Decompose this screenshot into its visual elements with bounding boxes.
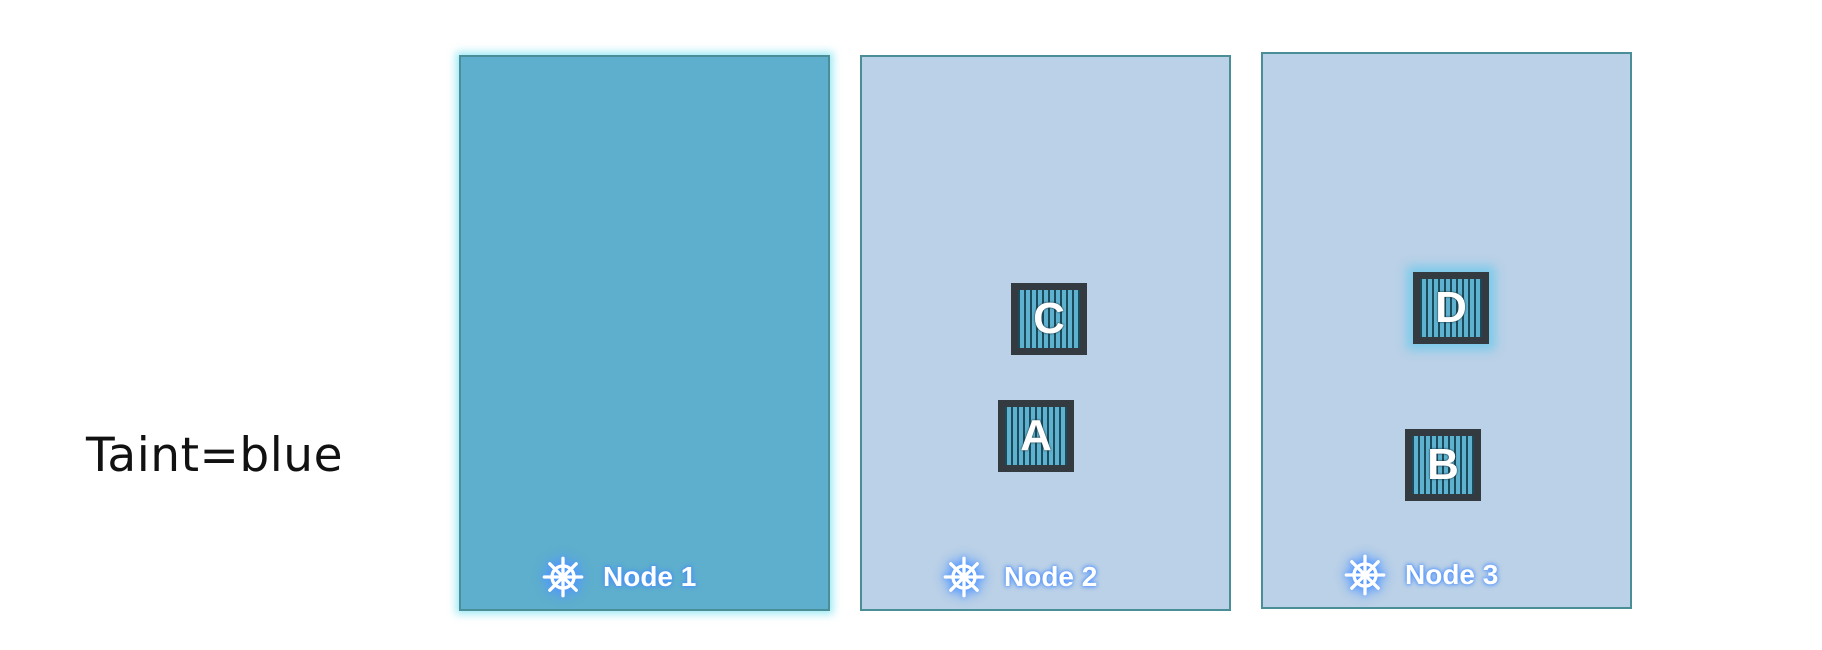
helm-wheel-icon [542,556,584,598]
taint-label: Taint=blue [86,428,343,483]
container-icon: A [1005,407,1067,465]
pod-b: B [1405,429,1481,501]
container-icon: C [1018,290,1080,348]
node-footer: Node 2 [942,555,1097,599]
node-label: Node 1 [603,561,697,592]
pod-letter: D [1435,283,1467,332]
container-icon: D [1420,279,1482,337]
pod-a: A [998,400,1074,472]
node-3: D B Node 3 [1261,52,1632,609]
node-label: Node 3 [1405,559,1499,590]
node-footer: Node 3 [1343,553,1498,597]
pod-letter: A [1020,411,1052,460]
node-1: Node 1 [459,55,830,611]
pod-c: C [1011,283,1087,355]
node-label: Node 2 [1004,561,1098,592]
node-2: C A Node 2 [860,55,1231,611]
helm-wheel-icon [943,556,985,598]
helm-wheel-icon [1344,554,1386,596]
pod-letter: C [1033,294,1065,343]
pod-letter: B [1427,440,1459,489]
container-icon: B [1412,436,1474,494]
node-footer: Node 1 [541,555,696,599]
pod-d: D [1413,272,1489,344]
